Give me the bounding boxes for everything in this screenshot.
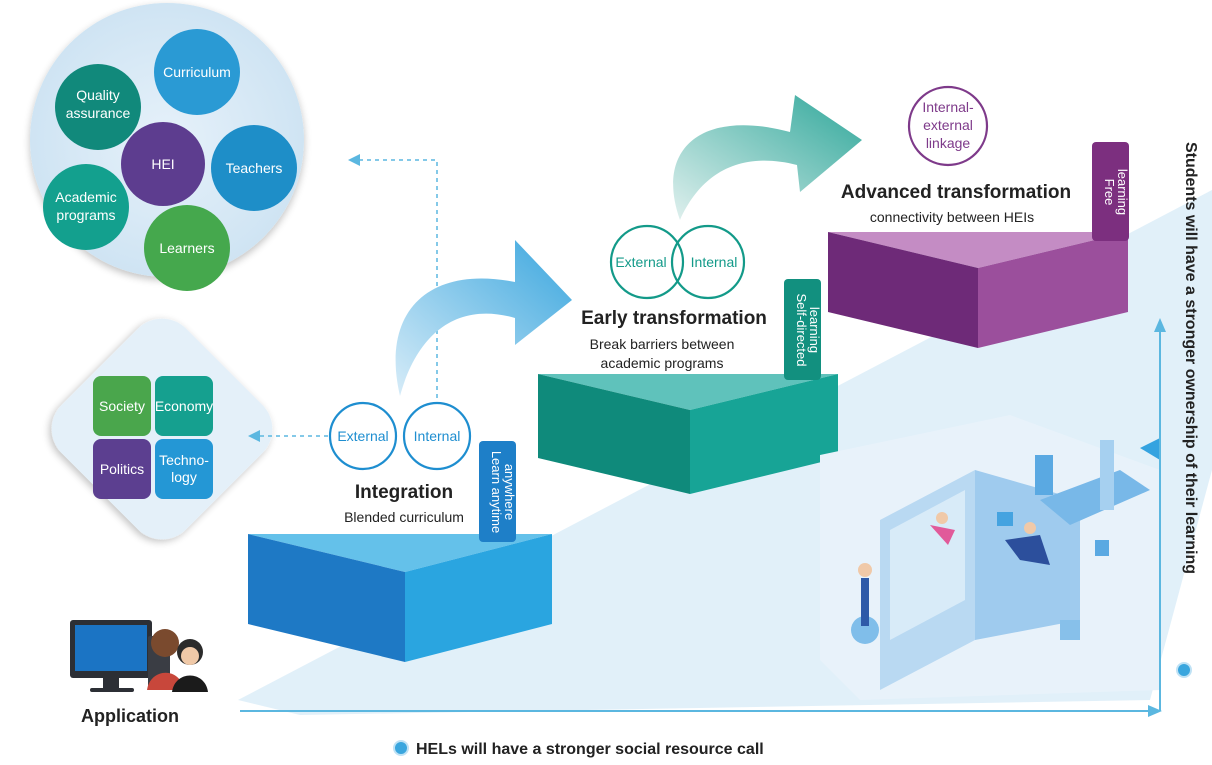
arrowhead-to-ecosystem [348, 154, 360, 166]
tile-technology [155, 439, 213, 499]
integration-tag-line1: Learn anytime [489, 451, 504, 533]
early-tag-line1: Self-directed [794, 294, 809, 367]
integration-external-label: External [337, 428, 388, 444]
early-tag [784, 279, 821, 380]
integration-internal-label: Internal [414, 428, 461, 444]
application-label: Application [81, 706, 179, 726]
integration-title: Integration [355, 482, 453, 503]
tile-society [93, 376, 151, 436]
node-quality-assurance [55, 64, 141, 150]
integration-tag [479, 441, 516, 542]
ecosystem-labels: Curriculum Quality assurance HEI Teacher… [55, 64, 282, 256]
hei-label: HEI [151, 156, 174, 172]
early-subtitle-line1: Break barriers between [590, 336, 735, 352]
stage-titles: Integration Blended curriculum Early tra… [344, 182, 1071, 525]
environment-labels: Society Economy Politics Techno- logy [99, 398, 213, 485]
x-axis-label: HELs will have a stronger social resourc… [416, 741, 764, 758]
block-integration [248, 534, 552, 662]
node-learners [144, 205, 230, 291]
technology-label-line1: Techno- [159, 452, 209, 468]
dashed-connectors [260, 159, 438, 437]
arrowhead-to-environment [248, 430, 260, 442]
isometric-workspace-illustration [820, 415, 1160, 700]
axes [240, 318, 1192, 756]
integration-circles [328, 401, 472, 471]
economy-label: Economy [155, 398, 213, 414]
stage-circle-labels: External Internal External Internal Inte… [337, 99, 974, 444]
y-axis-bullet [1176, 662, 1192, 678]
node-teachers [211, 125, 297, 211]
technology-label-line2: logy [171, 469, 197, 485]
academic-label-line2: programs [56, 207, 115, 223]
early-external-circle [609, 224, 685, 300]
advanced-linkage-circle [907, 85, 989, 167]
node-hei [121, 122, 205, 206]
early-circles [609, 224, 746, 300]
integration-internal-circle [402, 401, 472, 471]
y-axis-label: Students will have a stronger ownership … [1182, 142, 1199, 574]
early-internal-circle [670, 224, 746, 300]
environment-cluster [51, 318, 273, 540]
computer-user-illustration [70, 620, 208, 692]
y-axis-arrowhead [1154, 318, 1166, 332]
quality-label-line1: Quality [76, 87, 120, 103]
integration-subtitle: Blended curriculum [344, 509, 464, 525]
ecosystem-cluster [30, 3, 304, 291]
x-axis-arrowhead [1148, 705, 1162, 717]
tile-economy [155, 376, 213, 436]
early-tag-line2: learning [807, 307, 822, 353]
quality-label-line2: assurance [66, 105, 131, 121]
integration-tag-line2: anywhere [502, 464, 517, 520]
society-label: Society [99, 398, 145, 414]
advanced-tag-line2: learning [1115, 169, 1130, 215]
teachers-label: Teachers [226, 160, 283, 176]
early-subtitle-line2: academic programs [601, 355, 724, 371]
curved-arrow-2 [673, 95, 862, 220]
advanced-tag-line1: Free [1102, 179, 1117, 206]
advanced-title: Advanced transformation [841, 182, 1071, 203]
early-internal-label: Internal [691, 254, 738, 270]
stage-tag-labels: Learn anytime anywhere Self-directed lea… [489, 169, 1130, 533]
integration-external-circle [328, 401, 398, 471]
tile-politics [93, 439, 151, 499]
node-academic-programs [43, 164, 129, 250]
learners-label: Learners [159, 240, 214, 256]
advanced-tag [1092, 142, 1129, 241]
node-curriculum [154, 29, 240, 115]
early-external-label: External [615, 254, 666, 270]
x-axis-bullet [393, 740, 409, 756]
advanced-subtitle: connectivity between HEIs [870, 209, 1034, 225]
academic-label-line1: Academic [55, 189, 116, 205]
advanced-circle-line3: linkage [926, 135, 971, 151]
block-advanced [828, 232, 1128, 348]
block-early [538, 374, 838, 494]
curved-arrow-1 [395, 240, 572, 396]
advanced-circle-line2: external [923, 117, 973, 133]
advanced-circle-line1: Internal- [922, 99, 974, 115]
politics-label: Politics [100, 461, 144, 477]
early-title: Early transformation [581, 308, 767, 329]
curriculum-label: Curriculum [163, 64, 231, 80]
